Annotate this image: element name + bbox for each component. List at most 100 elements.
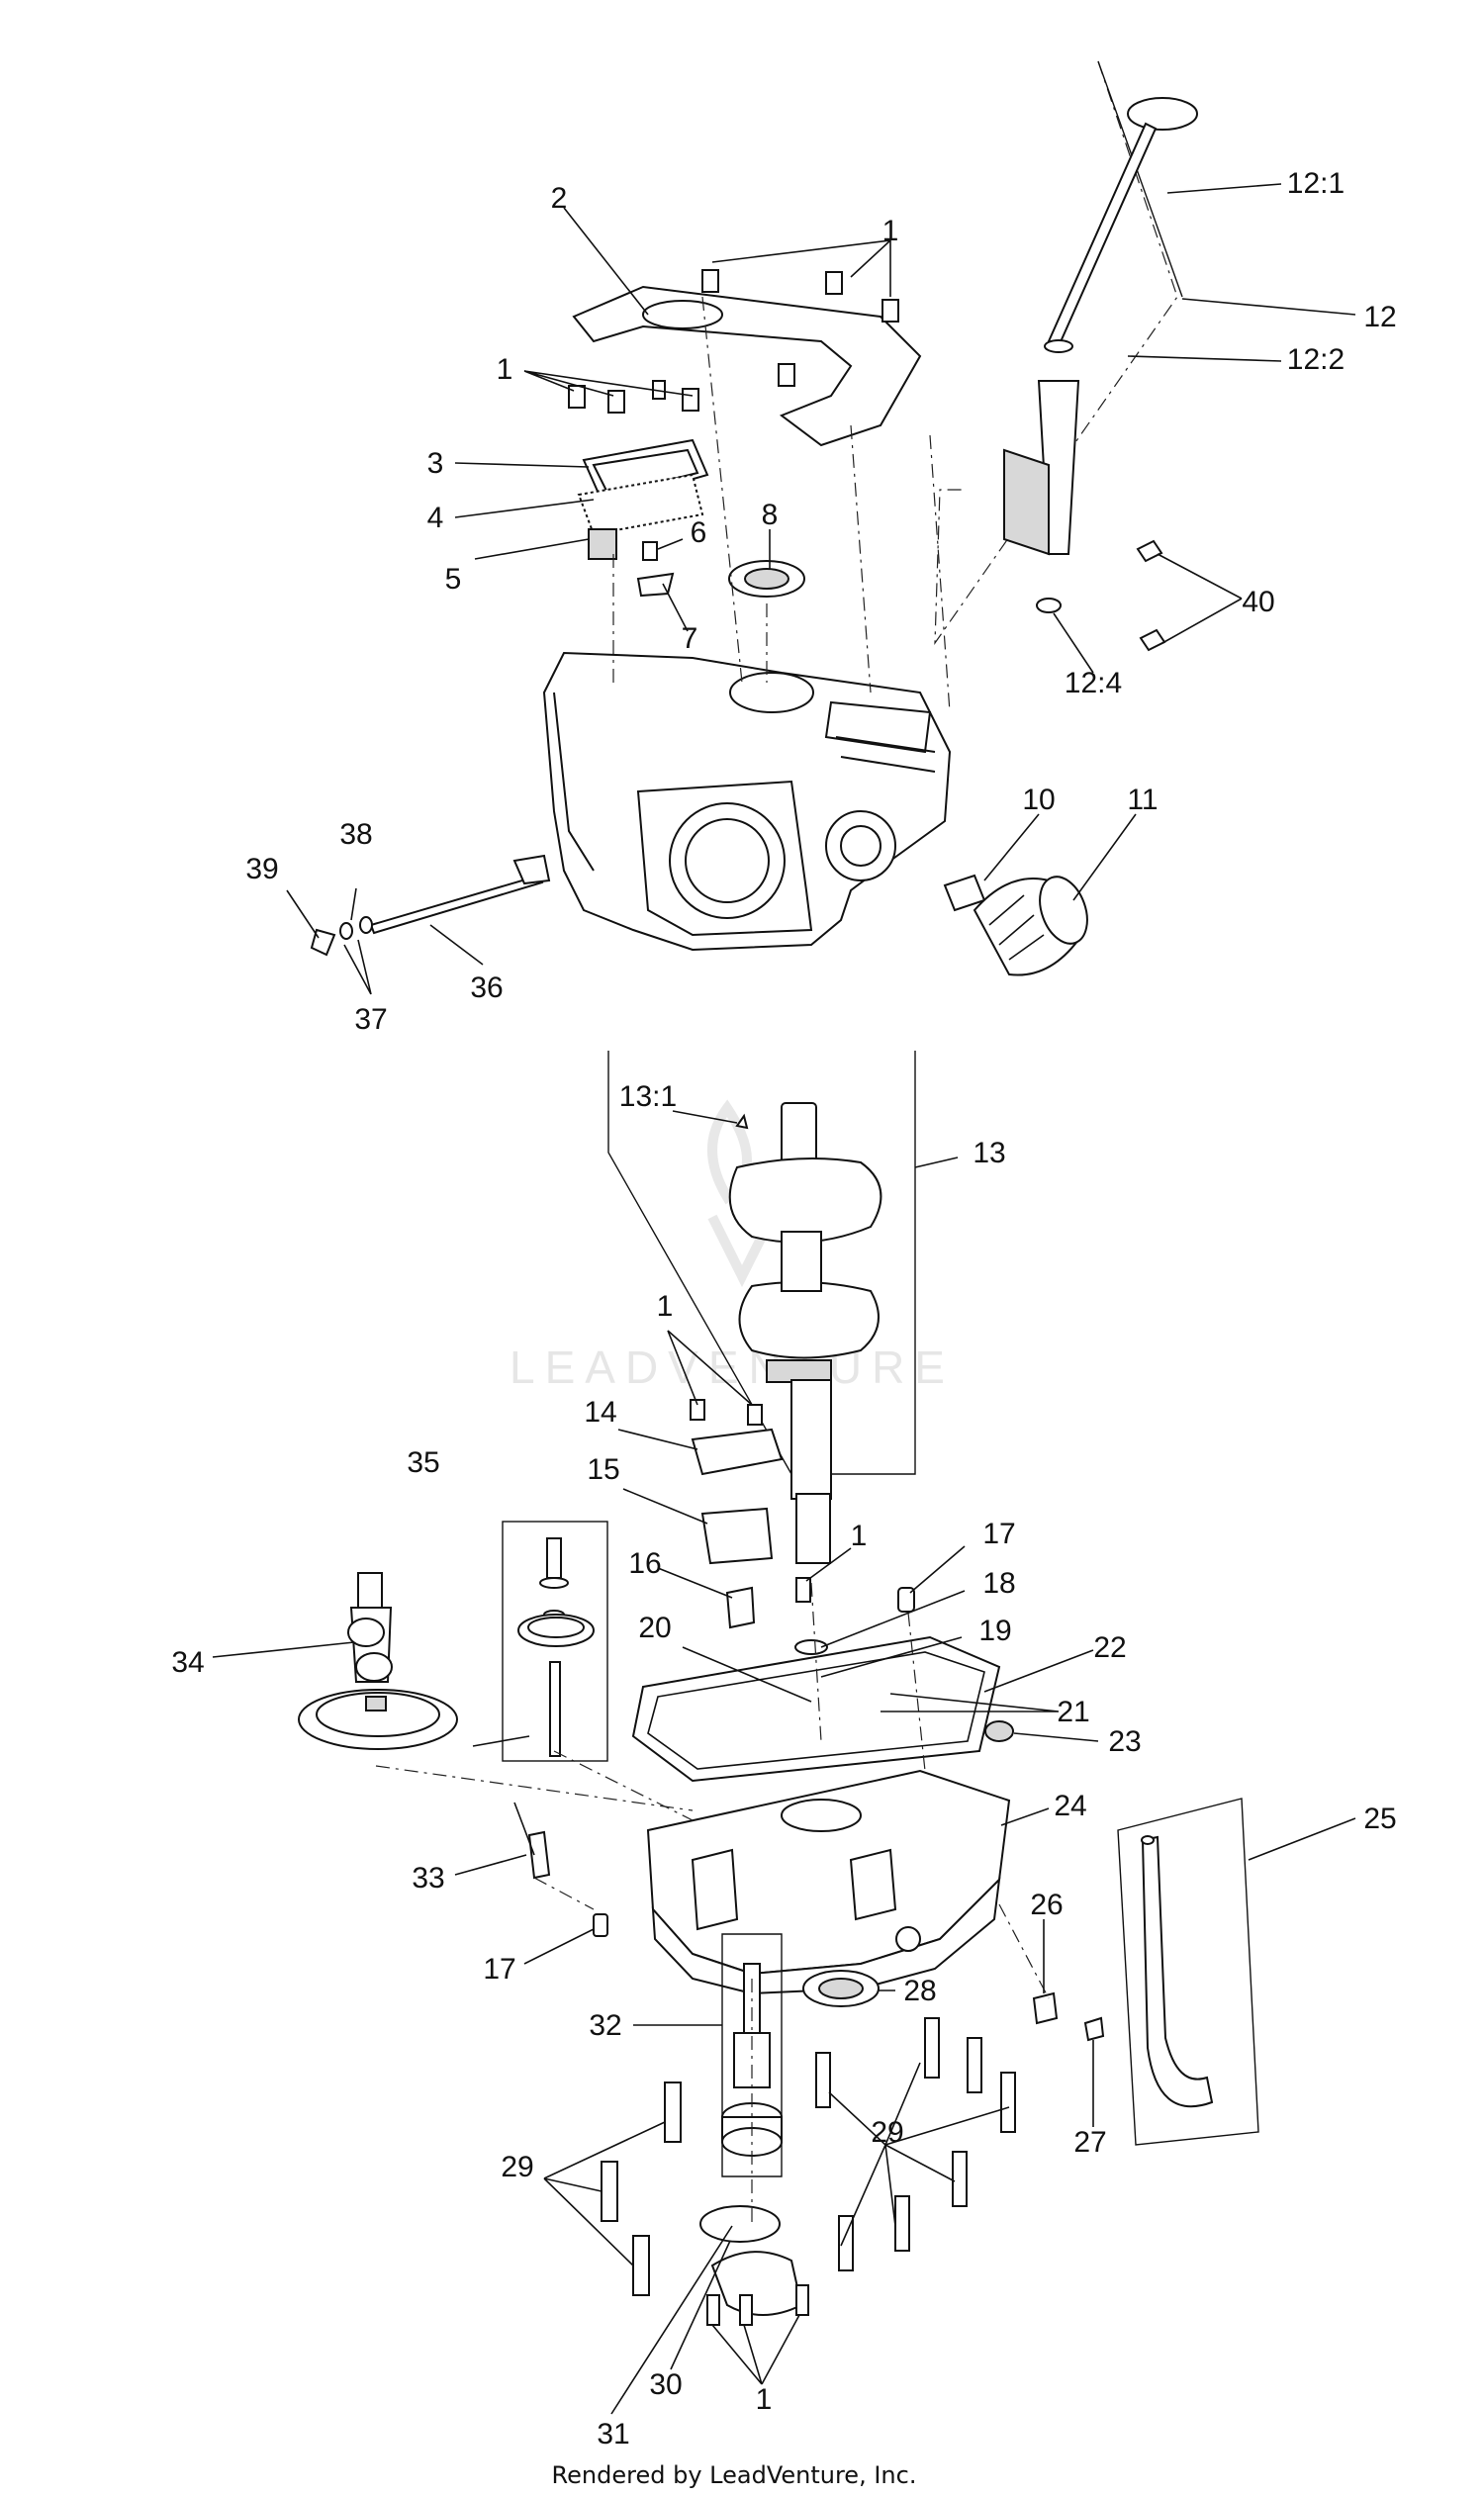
callout-7: 7 (682, 622, 698, 655)
shim-15 (700, 1507, 774, 1565)
gasket-22-inner (647, 1651, 985, 1770)
part-33 (527, 1830, 551, 1880)
callout-12-2: 12:2 (1287, 343, 1345, 376)
gasket-22 (631, 1635, 1001, 1783)
dashline-upper-4 (929, 434, 951, 713)
callout-39: 39 (245, 853, 278, 885)
callout-37: 37 (354, 1003, 387, 1036)
dipstick (1003, 97, 1198, 613)
callout-32: 32 (589, 2009, 621, 2042)
bolt-1-mid (795, 1577, 811, 1603)
callout-31: 31 (597, 2418, 629, 2451)
part-16 (725, 1586, 756, 1629)
breather-6-7 (636, 541, 675, 598)
camshaft-34 (298, 1572, 458, 1750)
callout-22: 22 (1093, 1631, 1126, 1664)
engine-block (542, 651, 952, 952)
callout-33: 33 (412, 1862, 444, 1895)
upper-assembly (310, 60, 1198, 976)
plug-23 (984, 1720, 1014, 1742)
callout-4: 4 (427, 502, 444, 534)
callout-38: 38 (339, 818, 372, 851)
dowel-17-lower (593, 1913, 608, 1937)
callout-13-1: 13:1 (619, 1080, 677, 1113)
callout-24: 24 (1054, 1790, 1086, 1822)
governor-group-outline (502, 1521, 608, 1762)
callout-20: 20 (638, 1612, 671, 1644)
pump-cover-30 (710, 2251, 803, 2316)
callout-23: 23 (1108, 1725, 1141, 1758)
dashline-lower-1 (375, 1765, 694, 1811)
dashline-upper-5 (701, 296, 743, 684)
oil-seal-28 (802, 1970, 880, 2007)
callout-13: 13 (973, 1137, 1005, 1169)
callout-19: 19 (978, 1615, 1011, 1647)
callout-2: 2 (551, 182, 568, 215)
cover-gasket-3-4 (577, 438, 709, 560)
footer-credit: Rendered by LeadVenture, Inc. (552, 2461, 917, 2489)
dashline-lower-2 (553, 1750, 694, 1821)
washer-18 (794, 1639, 828, 1655)
oil-filter-11 (973, 876, 1088, 976)
dipstick-group-outline (934, 60, 1178, 645)
callout-34: 34 (171, 1646, 204, 1679)
callout-12-1: 12:1 (1287, 167, 1345, 200)
crankshaft-13 (728, 1102, 882, 1564)
callout-1: 1 (882, 215, 899, 247)
oil-tube-group-outline (1117, 1798, 1259, 2146)
callout-12: 12 (1363, 301, 1396, 333)
callout-5: 5 (445, 563, 462, 596)
callout-25: 25 (1363, 1803, 1396, 1835)
callout-17: 17 (982, 1518, 1015, 1550)
callout-8: 8 (762, 499, 779, 531)
callout-10: 10 (1022, 784, 1055, 816)
callout-1: 1 (657, 1290, 674, 1323)
bracket-part-2 (572, 285, 922, 447)
oil-pump-group-outline (721, 1933, 783, 2177)
oil-seal-8 (728, 560, 805, 598)
callout-35: 35 (407, 1446, 439, 1479)
fitting-26 (1032, 1991, 1059, 2025)
dowel-17-upper (897, 1587, 915, 1613)
callout-29: 29 (871, 2116, 903, 2149)
callout-15: 15 (587, 1453, 619, 1486)
callout-6: 6 (691, 516, 707, 549)
dashline-upper-3 (850, 424, 872, 694)
callout-11: 11 (1127, 784, 1158, 816)
o-ring-31 (699, 2205, 781, 2243)
clamp-27 (1083, 2016, 1105, 2042)
callout-18: 18 (982, 1567, 1015, 1600)
plate-14 (690, 1399, 784, 1476)
callout-3: 3 (427, 447, 444, 480)
bolts-29 (601, 2017, 1016, 2296)
callout-21: 21 (1057, 1696, 1089, 1728)
callout-16: 16 (628, 1547, 661, 1580)
upper-leaders (286, 183, 1356, 995)
oil-tube-25 (1141, 1835, 1214, 2108)
callout-30: 30 (649, 2368, 682, 2401)
callout-12-4: 12:4 (1065, 667, 1122, 699)
callout-26: 26 (1030, 1889, 1063, 1921)
watermark-text: LEADVENTURE (510, 1342, 955, 1393)
governor-shaft-36 (310, 854, 551, 957)
crankcase-cover-24 (646, 1769, 1011, 1995)
callout-28: 28 (903, 1975, 936, 2007)
dashline-lower-6 (998, 1903, 1050, 1999)
callout-1: 1 (756, 2383, 773, 2416)
bolts-40 (1136, 539, 1166, 652)
dashline-lower-5 (907, 1612, 926, 1772)
callout-1: 1 (851, 1520, 868, 1552)
callout-29: 29 (501, 2151, 533, 2183)
callout-labels: 2 1 1 3 4 5 6 7 8 12:1 12 12:2 40 12:4 1… (171, 167, 1396, 2451)
governor-35 (517, 1537, 595, 1757)
callout-14: 14 (584, 1396, 616, 1429)
callout-36: 36 (470, 971, 503, 1004)
callout-1: 1 (497, 353, 513, 386)
dashline-lower-3 (533, 1877, 595, 1910)
callout-40: 40 (1242, 586, 1274, 618)
dashline-lower-4 (810, 1582, 822, 1742)
lower-leaders (212, 1110, 1356, 2415)
key-13-1 (735, 1113, 749, 1130)
callout-27: 27 (1073, 2126, 1106, 2159)
